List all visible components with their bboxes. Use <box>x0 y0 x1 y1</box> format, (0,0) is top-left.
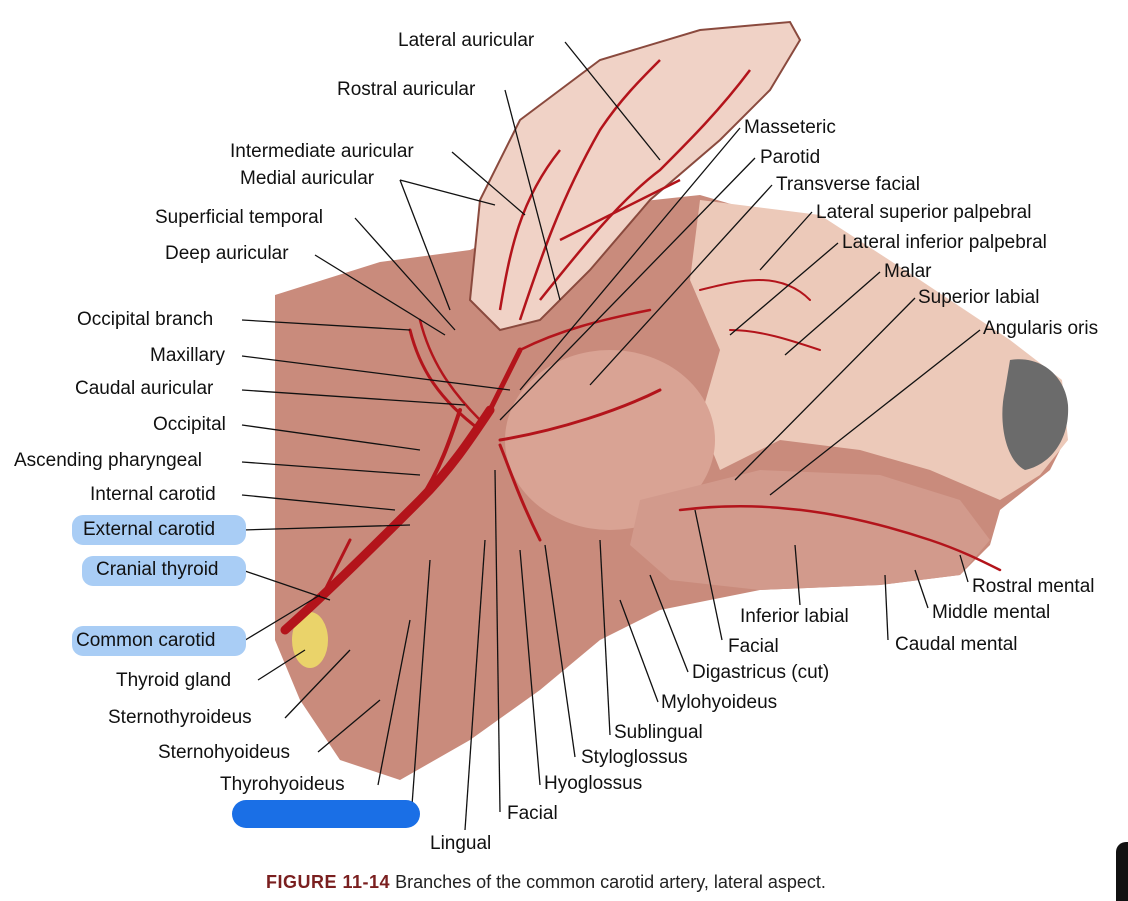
label-middle-mental: Middle mental <box>932 602 1051 623</box>
label-thyroid-gland: Thyroid gland <box>116 670 232 691</box>
label-cranial-thyroid: Cranial thyroid <box>96 559 219 580</box>
label-hyoglossus: Hyoglossus <box>544 773 643 794</box>
highlight-common-carotid <box>72 626 246 656</box>
label-lateral-superior-palpebral: Lateral superior palpebral <box>816 202 1032 223</box>
label-occipital-branch: Occipital branch <box>77 309 214 330</box>
nose <box>1002 359 1069 470</box>
label-rostral-auricular: Rostral auricular <box>337 79 476 100</box>
corner-device-edge <box>1116 842 1128 901</box>
label-mylohyoideus: Mylohyoideus <box>661 692 778 713</box>
label-sternohyoideus: Sternohyoideus <box>158 742 291 763</box>
label-inferior-labial: Inferior labial <box>740 606 849 627</box>
label-angularis-oris: Angularis oris <box>983 318 1099 339</box>
highlight-external-carotid <box>72 515 246 545</box>
figure-caption: FIGURE 11-14 Branches of the common caro… <box>266 872 826 893</box>
label-facial-right: Facial <box>728 636 779 657</box>
figure-number: FIGURE 11-14 <box>266 872 391 892</box>
label-superior-labial: Superior labial <box>918 287 1040 308</box>
redaction-scribble <box>232 800 420 828</box>
label-maxillary: Maxillary <box>150 345 225 366</box>
label-thyrohyoideus: Thyrohyoideus <box>220 774 345 795</box>
label-lingual: Lingual <box>430 833 492 854</box>
label-caudal-auricular: Caudal auricular <box>75 378 214 399</box>
label-masseteric: Masseteric <box>744 117 836 138</box>
label-medial-auricular: Medial auricular <box>240 168 375 189</box>
label-styloglossus: Styloglossus <box>581 747 688 768</box>
label-superficial-temporal: Superficial temporal <box>155 207 323 228</box>
label-caudal-mental: Caudal mental <box>895 634 1018 655</box>
label-sublingual: Sublingual <box>614 722 703 743</box>
label-deep-auricular: Deep auricular <box>165 243 289 264</box>
label-lateral-auricular: Lateral auricular <box>398 30 535 51</box>
label-occipital: Occipital <box>153 414 226 435</box>
highlight-cranial-thyroid <box>82 556 246 586</box>
label-sternothyroideus: Sternothyroideus <box>108 707 252 728</box>
label-transverse-facial: Transverse facial <box>776 174 920 195</box>
figure-caption-text: Branches of the common carotid artery, l… <box>395 872 826 892</box>
label-external-carotid: External carotid <box>83 519 216 540</box>
label-digastricus: Digastricus (cut) <box>692 662 830 683</box>
label-common-carotid: Common carotid <box>76 630 216 651</box>
label-internal-carotid: Internal carotid <box>90 484 216 505</box>
label-facial-bottom: Facial <box>507 803 558 824</box>
label-rostral-mental: Rostral mental <box>972 576 1095 597</box>
label-malar: Malar <box>884 261 932 282</box>
label-lateral-inferior-palpebral: Lateral inferior palpebral <box>842 232 1047 253</box>
label-intermediate-auricular: Intermediate auricular <box>230 141 414 162</box>
label-ascending-pharyngeal: Ascending pharyngeal <box>14 450 203 471</box>
label-parotid: Parotid <box>760 147 821 168</box>
